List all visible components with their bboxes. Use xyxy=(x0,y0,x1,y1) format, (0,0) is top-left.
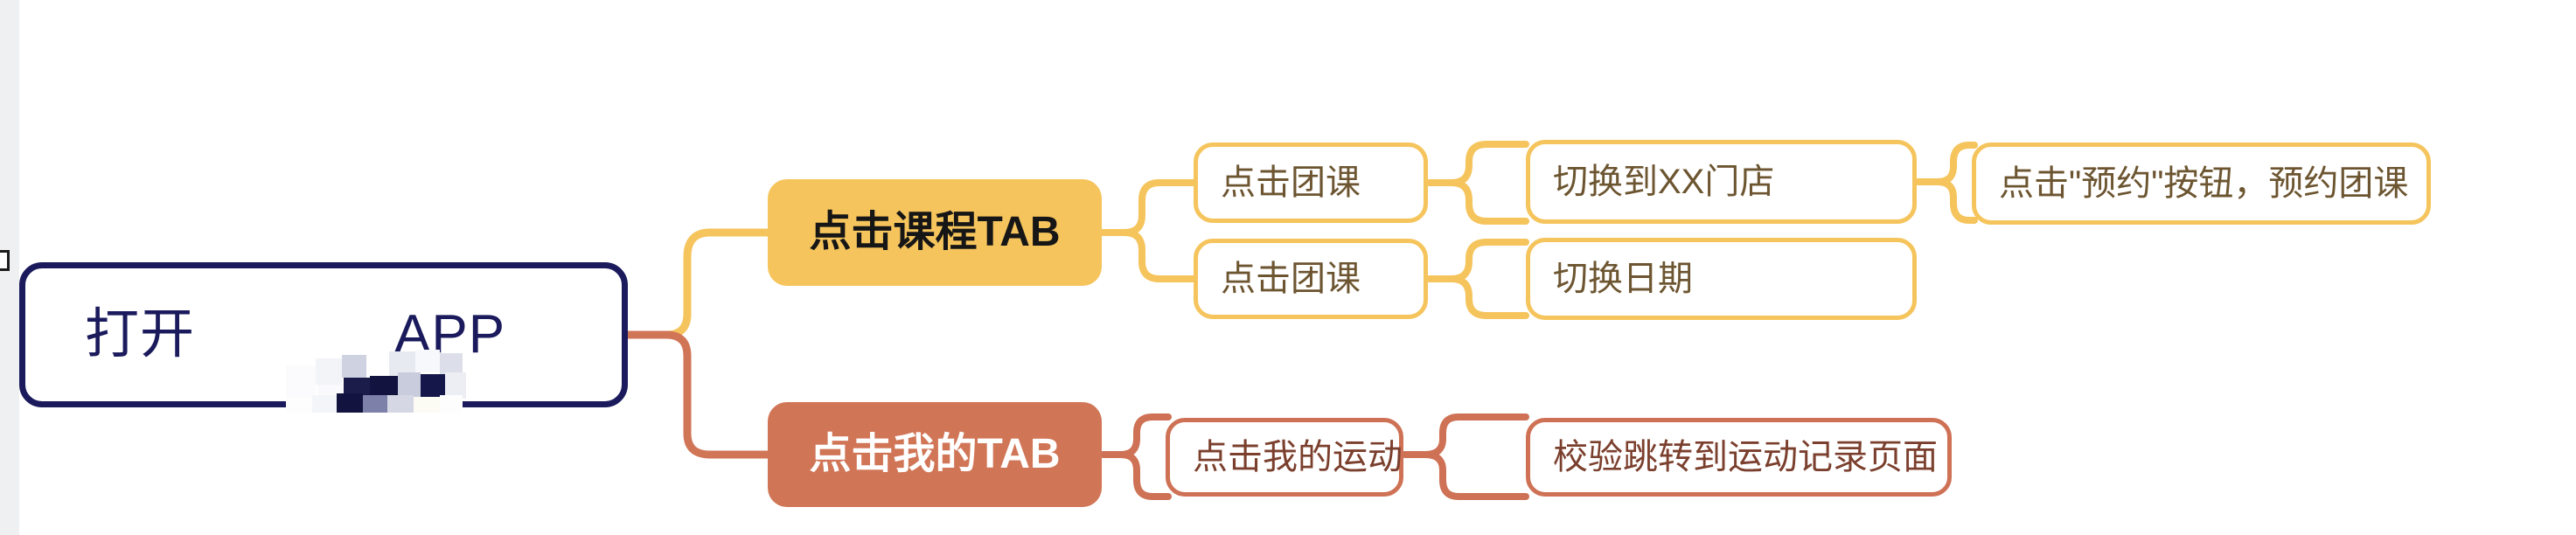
leaf-course-r1-s2[interactable]: 切换到XX门店 xyxy=(1526,140,1917,224)
branch-head-course-label: 点击课程TAB xyxy=(809,209,1061,255)
leaf-course-r2-s2[interactable]: 切换日期 xyxy=(1526,238,1917,320)
leaf-mine-r1-s2-label: 校验跳转到运动记录页面 xyxy=(1553,438,1938,476)
leaf-course-r2-s1-label: 点击团课 xyxy=(1221,260,1361,298)
leaf-course-r2-s1[interactable]: 点击团课 xyxy=(1194,239,1428,319)
branch-head-mine-label: 点击我的TAB xyxy=(809,431,1061,477)
branch-head-course[interactable]: 点击课程TAB xyxy=(768,179,1102,286)
root-label-prefix: 打开 xyxy=(85,304,196,365)
leaf-mine-r1-s2[interactable]: 校验跳转到运动记录页面 xyxy=(1526,418,1952,497)
left-gutter xyxy=(0,0,19,535)
leaf-mine-r1-s1-label: 点击我的运动 xyxy=(1193,438,1403,476)
leaf-course-r1-s1-label: 点击团课 xyxy=(1221,163,1361,202)
leaf-course-r1-s3-label: 点击"预约"按钮，预约团课 xyxy=(1999,164,2409,203)
leaf-course-r2-s2-label: 切换日期 xyxy=(1553,260,1693,298)
leaf-course-r1-s2-label: 切换到XX门店 xyxy=(1553,163,1775,201)
branch-head-mine[interactable]: 点击我的TAB xyxy=(768,402,1102,507)
leaf-course-r1-s3[interactable]: 点击"预约"按钮，预约团课 xyxy=(1972,142,2431,225)
edge-marker-bracket xyxy=(0,250,10,271)
censored-text-block xyxy=(286,350,485,413)
leaf-course-r1-s1[interactable]: 点击团课 xyxy=(1194,142,1428,223)
leaf-mine-r1-s1[interactable]: 点击我的运动 xyxy=(1166,418,1403,497)
